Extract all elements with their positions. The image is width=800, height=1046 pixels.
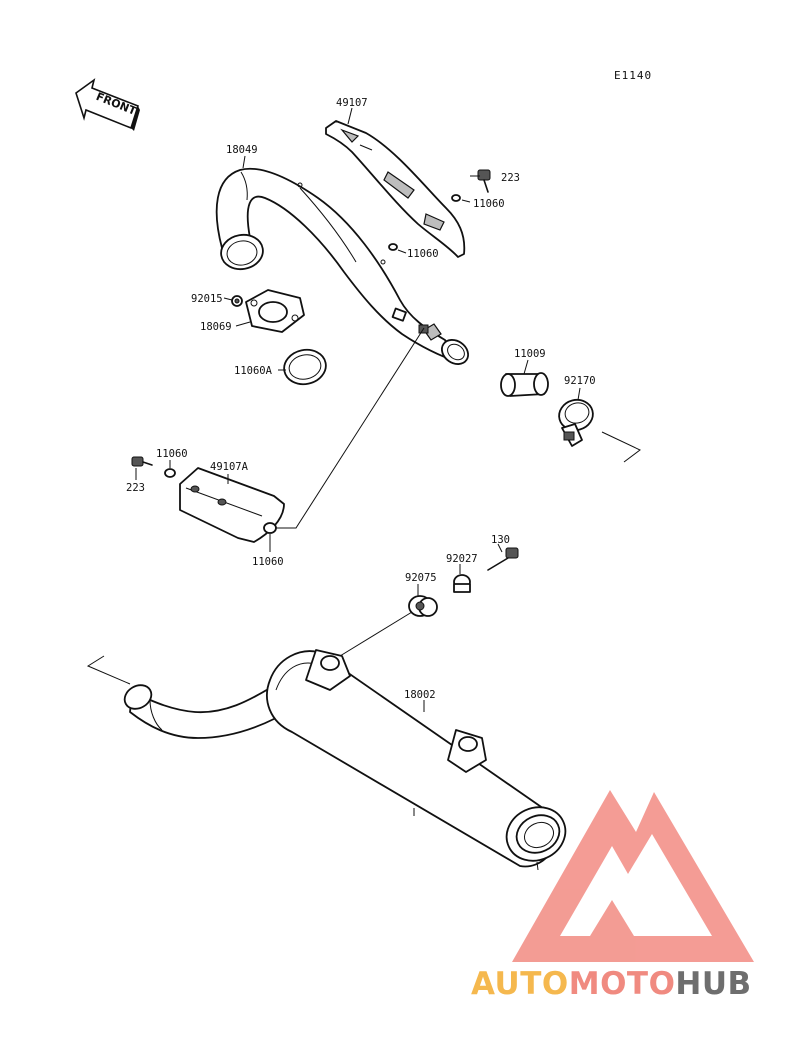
collar-92027-icon — [453, 574, 471, 593]
label-18002: 18002 — [404, 689, 436, 701]
heat-guard-49107 — [325, 120, 466, 258]
label-49107: 49107 — [336, 97, 368, 109]
svg-text:AUTOMOTOHUB: AUTOMOTOHUB — [471, 966, 752, 1002]
leader-lines — [86, 107, 641, 712]
watermark-logo-icon — [512, 790, 754, 962]
bolt-223-left-icon — [131, 456, 153, 467]
label-130: 130 — [491, 534, 510, 546]
bolt-223-top-icon — [477, 169, 491, 193]
label-11060-b: 11060 — [407, 248, 439, 260]
washer-11060-c-icon — [164, 468, 176, 478]
washer-11060-d-icon — [263, 522, 277, 534]
label-11060-d: 11060 — [252, 556, 284, 568]
diagram-code: E1140 — [614, 69, 652, 82]
front-arrow-icon: FRONT — [75, 78, 140, 131]
watermark-text: AUTOMOTOHUB — [471, 966, 752, 1002]
label-92075: 92075 — [405, 572, 437, 584]
clamp-92170 — [558, 398, 594, 447]
label-223-left: 223 — [126, 482, 145, 494]
washer-11060-b-icon — [388, 243, 398, 251]
exhaust-pipe-18049 — [215, 167, 469, 365]
flange-18069 — [245, 289, 305, 333]
watermark-auto: AUTO — [471, 966, 569, 1002]
muffler-18002 — [123, 649, 567, 871]
nut-92015-icon — [231, 295, 243, 307]
sleeve-11009 — [500, 372, 549, 397]
label-92027: 92027 — [446, 553, 478, 565]
label-11060A: 11060A — [234, 365, 273, 377]
label-11009: 11009 — [514, 348, 546, 360]
label-49107A: 49107A — [210, 461, 249, 473]
watermark-moto: MOTO — [569, 966, 676, 1002]
grommet-92075-icon — [408, 595, 438, 617]
label-18069: 18069 — [200, 321, 232, 333]
bolt-130-icon — [487, 547, 519, 571]
label-18049: 18049 — [226, 144, 258, 156]
label-92170: 92170 — [564, 375, 596, 387]
label-11060-c: 11060 — [156, 448, 188, 460]
label-11060-a: 11060 — [473, 198, 505, 210]
watermark-hub: HUB — [675, 966, 751, 1002]
washer-11060-a-icon — [451, 194, 461, 202]
label-223-top: 223 — [501, 172, 520, 184]
part-labels: 49107 18049 223 11060 11060 92015 18069 … — [126, 97, 596, 701]
label-92015: 92015 — [191, 293, 223, 305]
gasket-ring-11060A — [283, 348, 327, 386]
